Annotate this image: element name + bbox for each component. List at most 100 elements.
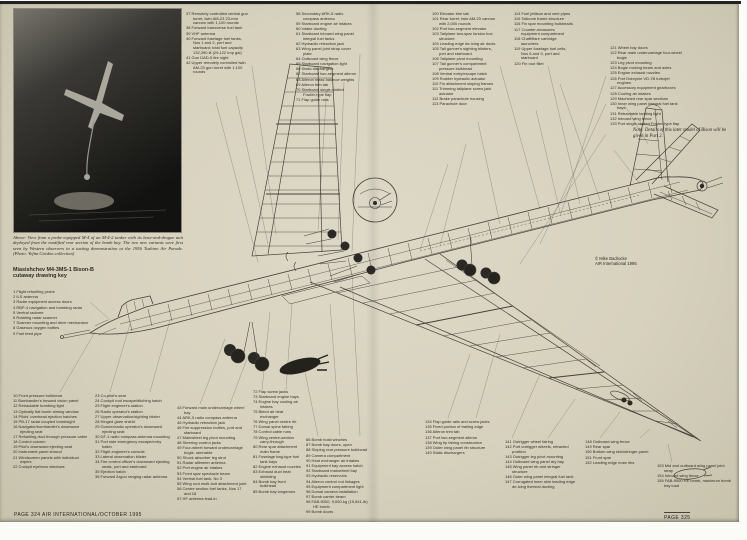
page-number-left: PAGE 324 AIR INTERNATIONAL/OCTOBER 1995 [14,512,142,518]
key-item: 8 Gaseous oxygen bottles [13,325,60,331]
key-item: 118 Chaff/flare cartridge launchers [514,36,557,46]
key-item: 41 Gun DAD-5 fire sight [186,54,229,60]
key-item: 82 Engine exhaust nozzles [253,463,301,469]
key-item: 2 ILS antenna [13,294,38,300]
key-item: 96 Dorsal camera installation [306,488,358,494]
key-item: 78 Control cable runs [253,429,292,435]
key-item: 66 Static dischargers [296,66,334,72]
key-item: 103 Tailplane two-spar torsion box struc… [432,31,493,41]
key-item: 67 Starboard two-segment aileron [296,71,357,77]
key-item: 149 Rear spar [585,444,611,450]
key-item: 132 Inboard wing fence [610,115,652,121]
key-item: 110 Fin attachment sloping frames [432,81,494,87]
key-item: 94 Aileron control rod linkages [306,478,360,484]
key-item: 9 Fuel feed pipe [13,330,42,336]
text-layer: Above: View from a probe-equipped M-4 of… [0,4,739,522]
key-item: 47 Mainwheel leg pivot mounting [177,434,236,440]
page-number-right: PAGE 325 [664,512,691,521]
key-item: 140 Static dischargers [425,450,465,456]
key-item: 88 Sloping rear pressure bulkhead [306,447,368,453]
key-item: 53 Front spar spectacle beam [177,470,230,476]
key-item: 108 Ventral entry/escape hatch [432,70,488,76]
key-item: 73 Starboard engine bays [253,394,299,400]
key-item: 30 DF-1 radio compass antenna mounting [95,433,170,439]
key-item: 121 Wheel bay doors [610,45,648,50]
photo-caption: Above: View from a probe-equipped M-4 of… [13,235,183,256]
key-item: 150 Bottom wing skin/stringer panel [585,449,649,455]
key-item: 25 Flight engineer's station [95,403,143,409]
key-item: 109 Rudder hydraulic actuator [432,76,486,82]
key-item: 5 Ventral radome [13,309,44,315]
key-item: 33 Lateral observation blister [95,454,147,460]
key-item: 69 Aileron trim tab [296,81,329,87]
key-item: 86 Bomb hoist winches [306,437,348,442]
key-item: 133 Port single-slotted Fowler-type flap [610,121,680,127]
key-item: 29 Gunner/radio operator's downward ejec… [95,424,163,434]
key-item: 4 RBP-4 navigation and bombing radar [13,304,83,310]
key-item: 126 Port Dobrynin VD-7B turbojet engines [610,75,670,86]
key-item: 122 Rear main undercarriage four-wheel b… [610,50,682,60]
key-item: 116 Fin spar mounting bulkheads [514,21,573,27]
key-item: 138 Wing tip fairing construction [425,439,482,445]
key-item: 135 Fixed portion of trailing edge [425,424,484,430]
starboard-wing [251,63,343,257]
key-item: 72 Flap screw jacks [253,389,289,394]
key-item: 93 Hydraulic reservoirs [306,473,347,479]
key-item: 79 Wing centre-section carry-through [253,434,294,445]
key-item: 26 Radio operator's station [95,408,143,414]
key-item: 123 Leg pivot mounting [610,59,652,65]
key-item: 125 Engine exhaust nozzles [610,70,661,76]
key-item: 102 Port two-segment elevator [432,25,487,31]
inset-detail [352,177,398,223]
key-item: 119 Upper fuselage fuel cells, Nos 6 and… [514,46,567,61]
key-item: 155 FAB-9000 HE bomb, maximum bomb bay l… [657,477,732,488]
key-item: 10 Front pressure bulkhead [13,393,62,398]
key-item: 77 Dorsal spine fairing [253,424,293,430]
magazine-spread: Above: View from a probe-equipped M-4 of… [0,4,739,522]
key-item: 120 Fin root fillet [514,60,544,66]
part2-note: Note: Details of this later model of Bis… [633,128,727,139]
key-item: 152 Leading edge nose ribs [585,459,635,465]
key-item: 70 Starboard single-slotted Fowler-type … [296,87,344,97]
key-item: 75 Bleed air heat exchanger [253,409,284,419]
key-item: 11 Bombardier's forward vision panel [13,398,79,404]
port-wing [309,253,702,442]
landing-gear [224,235,501,372]
key-item: 54 Ventral fuel tank, No 3 [177,475,222,481]
key-item: 65 Starboard navigation light [296,61,347,67]
key-item: 114 Fuel jettison and vent pipes [514,11,571,16]
key-item: 146 Outer wing panel integral fuel tank [505,474,574,480]
key-item: 95 Equipment compartment light [306,483,364,489]
key-item: 74 Engine bay cooling air intakes [253,399,298,409]
key-item: 84 Bomb bay front bulkhead [253,478,286,489]
key-item: 100 Elevator trim tab [432,11,469,16]
key-item: 148 Outboard wing fence [585,439,630,444]
key-item: 111 Trimming tailplane screw jack actuat… [432,86,492,97]
key-item: 31 Port side emergency escape/entry hatc… [95,439,162,449]
key-item: 91 Equipment bay access hatch [306,462,363,468]
key-item: 63 Wing panel joint strap cover plate [296,46,351,56]
key-item: 115 Tailcone frame structure [514,16,565,22]
key-item: 142 Port outrigger wheels, retracted pos… [505,444,569,454]
key-item: 21 Windscreen panels with individual wip… [13,454,79,465]
key-item: 139 Outer wing panel rib structure [425,444,486,450]
key-item: 129 Machined rear spar sections [610,95,669,101]
page-gutter [366,4,380,522]
key-item: 144 Outboard wing panel dry bay [505,459,564,465]
key-item: 76 Wing panel centre rib [253,418,297,424]
key-item: 3 Radar equipment access doors [13,299,72,305]
tanker-aircraft-silhouette [64,61,124,180]
key-item: 23 Co-pilot's seat [95,393,126,398]
key-item: 35 Ejection hatch [95,469,126,475]
key-item: 145 Wing panel rib and stringer structur… [505,464,561,474]
key-item: 40 Forward fuselage fuel tanks, Nos 1 an… [186,35,244,55]
key-item: 28 Hinged glare shield [95,418,135,424]
